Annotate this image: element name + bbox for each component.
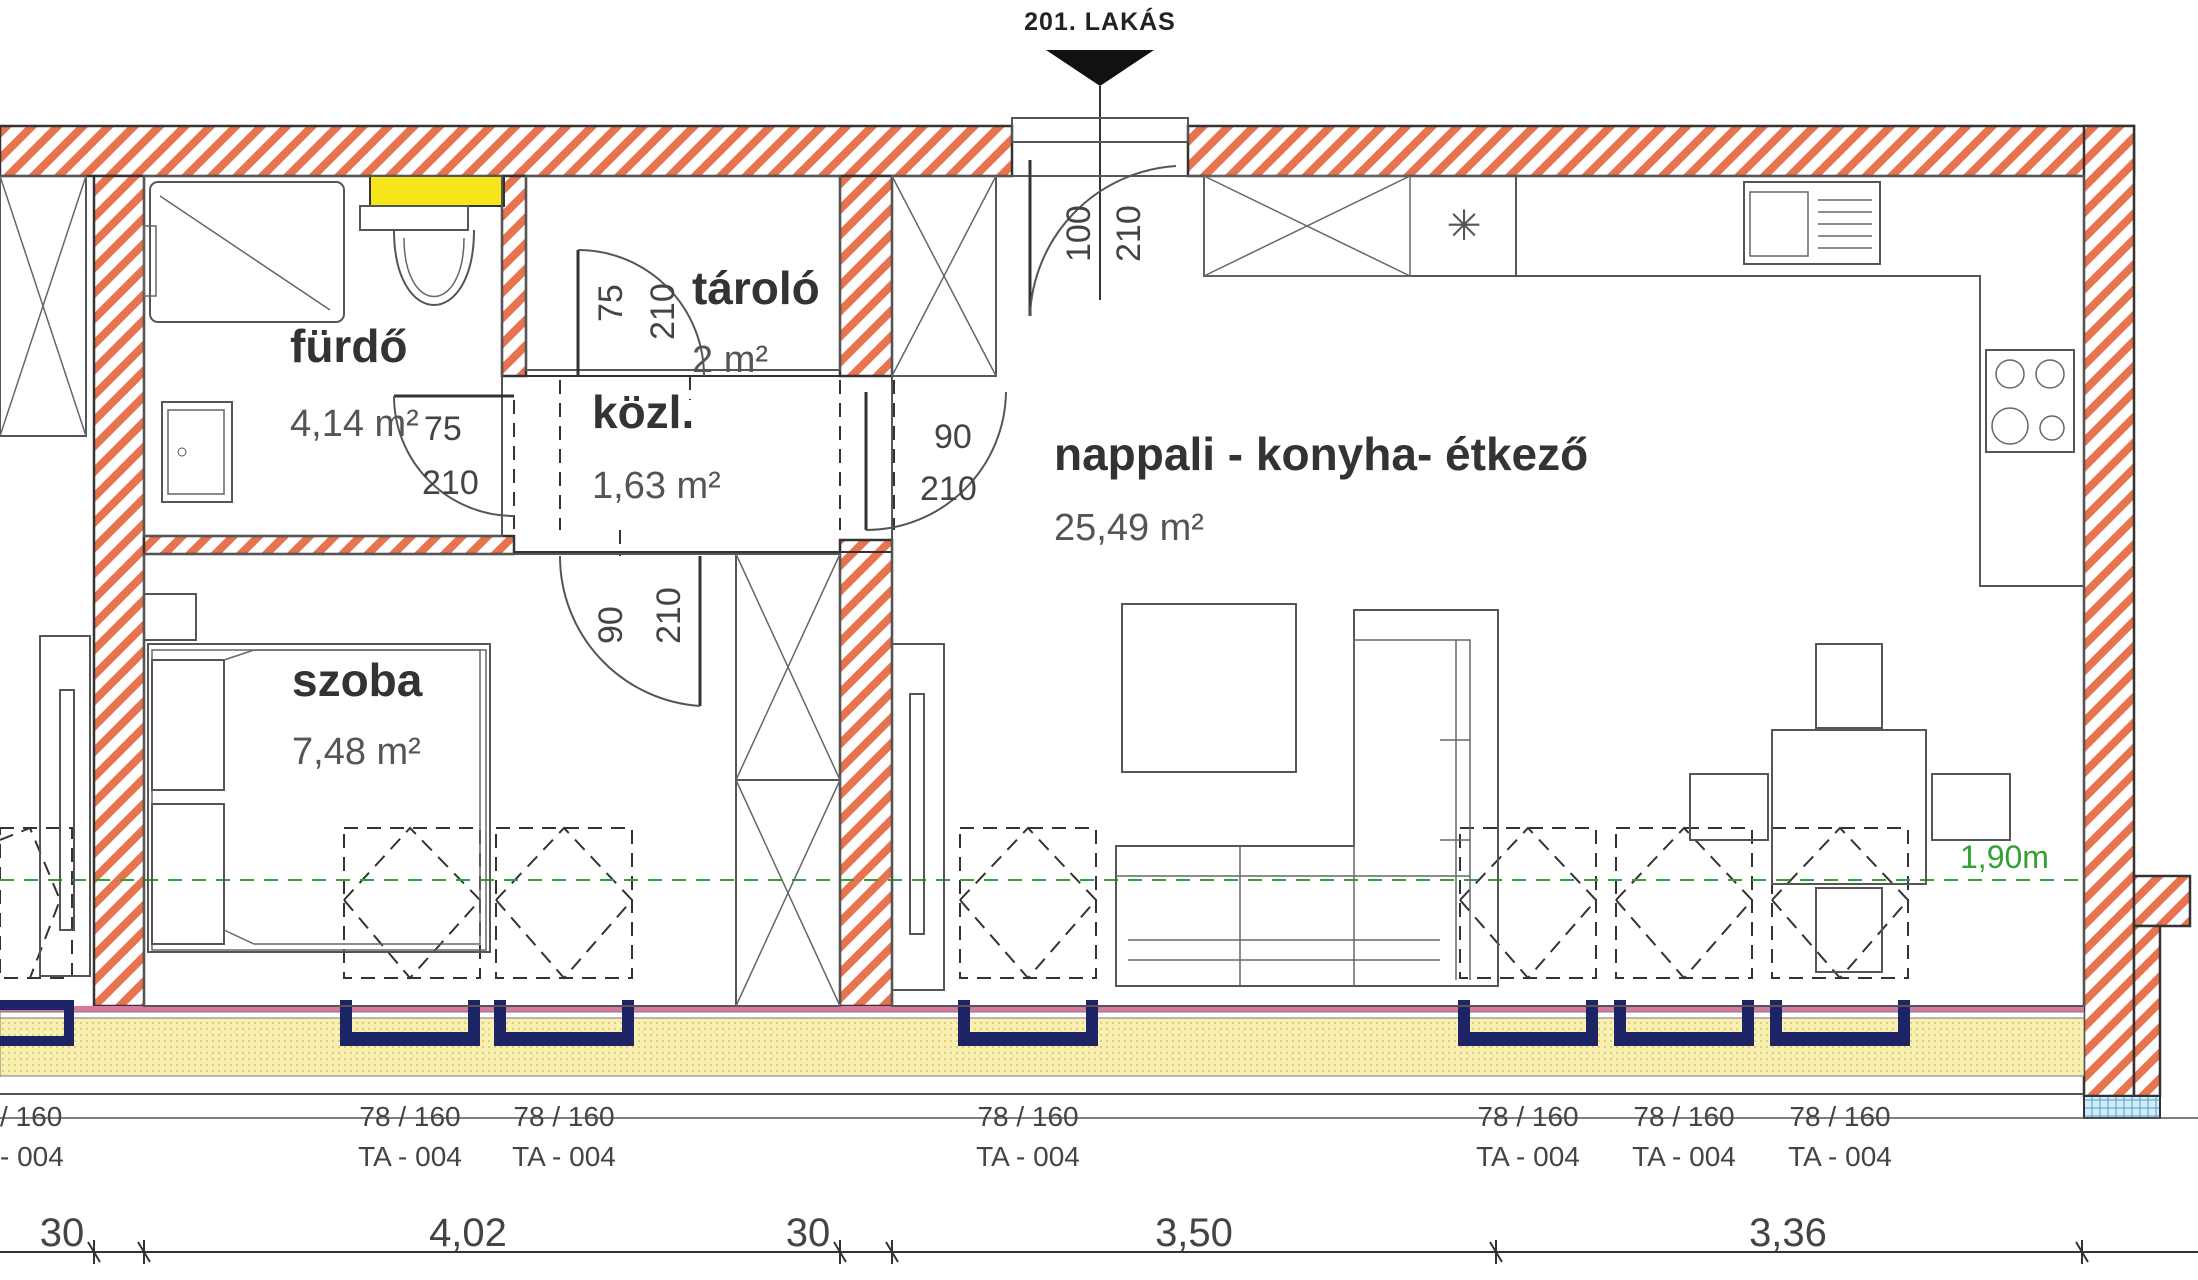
- dimension-value: 30: [40, 1211, 85, 1255]
- entrance-arrow-icon: [1046, 50, 1154, 86]
- window-size-label: 78 / 160: [359, 1101, 460, 1132]
- storage-door-height: 210: [644, 283, 682, 340]
- hallway-area: 1,63 m²: [592, 465, 721, 507]
- dimension-value: 3,50: [1155, 1211, 1233, 1255]
- storage-name: tároló: [692, 262, 820, 314]
- doors: [393, 117, 1189, 707]
- window-code-label: TA - 004: [1632, 1141, 1736, 1172]
- apartment-label: 201. LAKÁS: [1024, 7, 1176, 36]
- window-code-label: TA - 004: [1788, 1141, 1892, 1172]
- window-size-label: 78 / 160: [513, 1101, 614, 1132]
- bathroom-area: 4,14 m²: [290, 403, 419, 445]
- dimension-value: 30: [786, 1211, 831, 1255]
- living-name: nappali - konyha- étkező: [1054, 428, 1588, 480]
- dining-table: [1771, 729, 1927, 885]
- kitchen-sink: [1743, 181, 1881, 265]
- left-wardrobe: [0, 175, 91, 977]
- entrance-door-width: 100: [1060, 205, 1098, 262]
- washbasin: [161, 401, 233, 503]
- window-size-label: 78 / 160: [1477, 1101, 1578, 1132]
- bathroom-door-width: 75: [424, 410, 462, 448]
- window-size-label: 78 / 160: [1789, 1101, 1890, 1132]
- living-door-height: 210: [920, 470, 977, 508]
- dimension-value: 4,02: [429, 1211, 507, 1255]
- window-code-label: TA - 004: [358, 1141, 462, 1172]
- window-labels: / 160 - 004 78 / 160 TA - 004 78 / 160 T…: [0, 1101, 1892, 1172]
- bed: [147, 643, 491, 953]
- window-size-label: 78 / 160: [1633, 1101, 1734, 1132]
- sofa: [1115, 609, 1499, 987]
- entrance-door-height: 210: [1110, 205, 1148, 262]
- cooktop: [1985, 349, 2075, 453]
- window-size-label: / 160: [0, 1101, 62, 1132]
- toilet: [359, 205, 469, 231]
- bathroom: [143, 175, 503, 537]
- window-size-label: 78 / 160: [977, 1101, 1078, 1132]
- shower-tray: [149, 181, 345, 323]
- bathroom-door-height: 210: [422, 464, 479, 502]
- bedroom: [143, 553, 841, 1007]
- storage-door-width: 75: [592, 284, 630, 322]
- living-room: ✳: [891, 175, 2085, 1007]
- bedroom-name: szoba: [292, 654, 423, 706]
- bedroom-door-height: 210: [650, 587, 688, 644]
- radiator: [369, 175, 505, 207]
- window-code-label: TA - 004: [512, 1141, 616, 1172]
- window-code-label: TA - 004: [1476, 1141, 1580, 1172]
- apartment-marker: 201. LAKÁS: [1024, 7, 1176, 300]
- bedroom-door-width: 90: [592, 606, 630, 644]
- window-code-label: TA - 004: [976, 1141, 1080, 1172]
- bathroom-name: fürdő: [290, 320, 408, 372]
- living-door-width: 90: [934, 418, 972, 456]
- window-code-label: - 004: [0, 1141, 64, 1172]
- fridge-icon: ✳: [1446, 201, 1481, 250]
- dimension-line: 30 4,02 30 3,50 3,36: [0, 1211, 2198, 1264]
- coffee-table: [1121, 603, 1297, 773]
- hallway-name: közl.: [592, 386, 694, 438]
- living-area: 25,49 m²: [1054, 507, 1204, 549]
- sill-height-label: 1,90m: [1960, 839, 2049, 875]
- window-swing-symbols: [0, 826, 1910, 980]
- dimension-value: 3,36: [1749, 1211, 1827, 1255]
- window-frames: [0, 1000, 1910, 1046]
- bedroom-area: 7,48 m²: [292, 731, 421, 773]
- door-dimensions: 100 210 75 210 75 210 90 210 90 210: [422, 205, 1148, 644]
